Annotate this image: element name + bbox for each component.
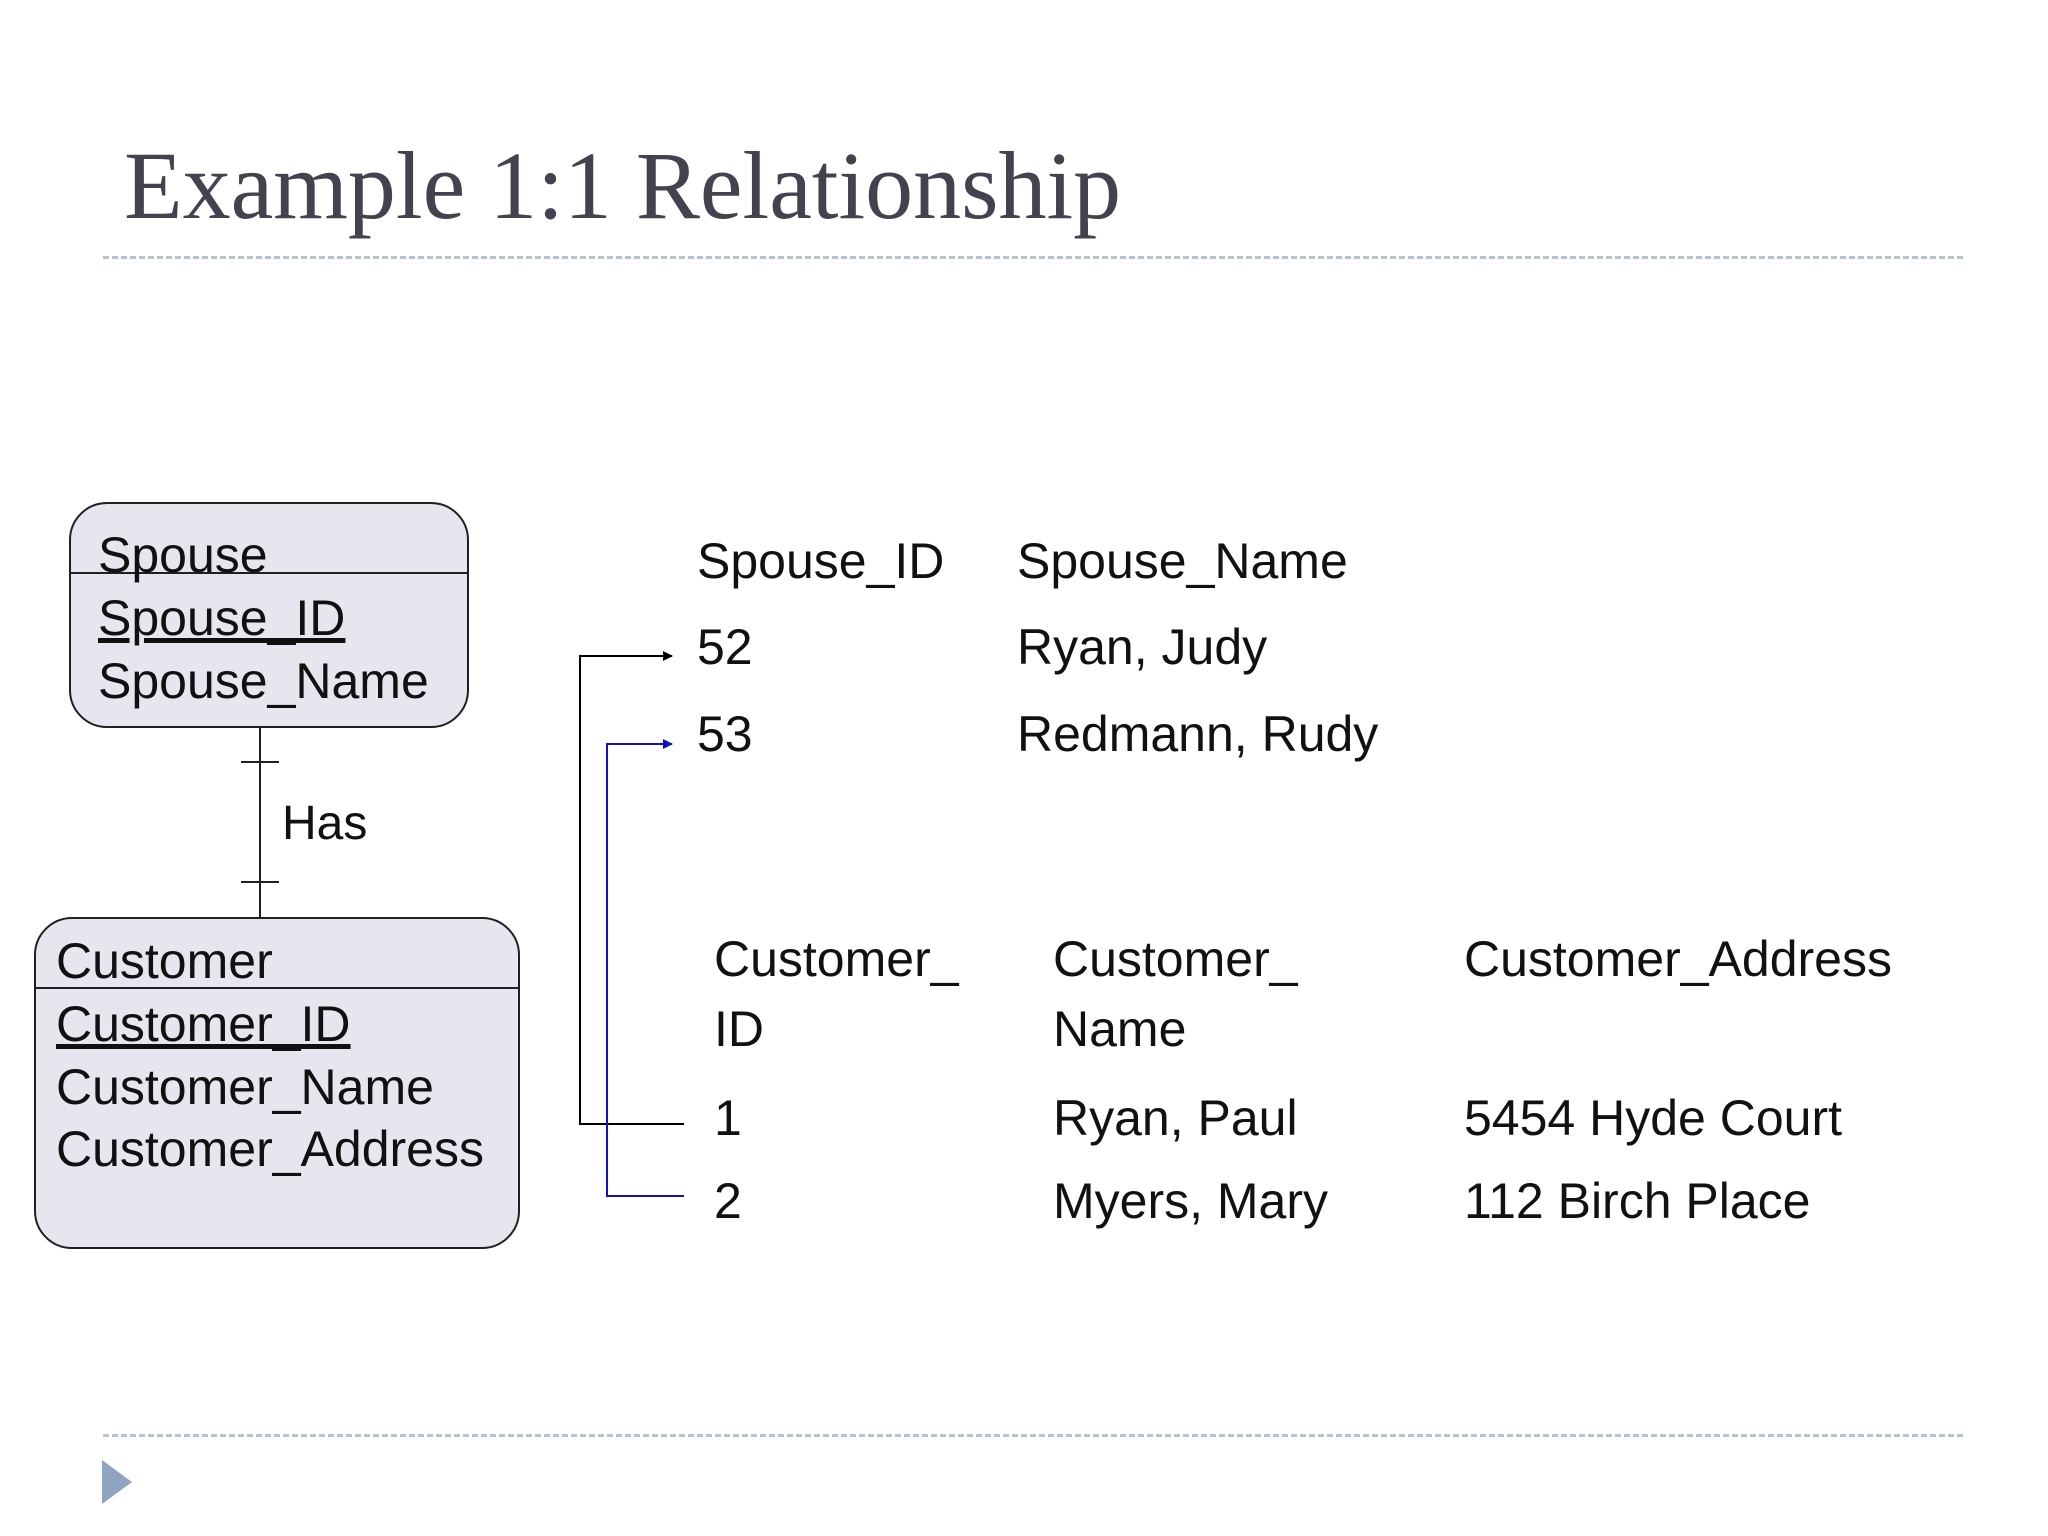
- triangle-right-icon: [102, 1460, 132, 1504]
- spouse-table-header: Spouse_ID: [697, 533, 945, 589]
- slide-title: Example 1:1 Relationship: [124, 132, 1122, 239]
- spouse-entity-attribute: Spouse_Name: [98, 653, 429, 709]
- customer-table-header: Customer_Address: [1464, 931, 1892, 987]
- spouse-entity-separator: [71, 572, 467, 574]
- spouse-table-cell: 53: [697, 706, 753, 762]
- spouse-table-cell: Ryan, Judy: [1017, 619, 1268, 675]
- customer-entity-name: Customer: [56, 933, 273, 989]
- reference-arrow-row-2: [606, 739, 684, 1197]
- customer-table-header: Customer_: [714, 931, 959, 987]
- customer-table-header: Customer_: [1053, 931, 1298, 987]
- customer-table-cell: 112 Birch Place: [1464, 1173, 1811, 1229]
- spouse-entity-box: [69, 502, 469, 728]
- customer-entity-separator: [36, 987, 518, 989]
- reference-arrow-row-1: [579, 651, 684, 1125]
- customer-table-cell: 2: [714, 1173, 742, 1229]
- customer-table-cell: Myers, Mary: [1053, 1173, 1328, 1229]
- customer-entity-attribute: Customer_Address: [56, 1121, 484, 1177]
- customer-table-cell: 1: [714, 1090, 742, 1146]
- customer-table-cell: Ryan, Paul: [1053, 1090, 1298, 1146]
- customer-entity-attribute: Customer_Name: [56, 1059, 434, 1115]
- spouse-entity-name: Spouse: [98, 527, 268, 583]
- spouse-table-cell: Redmann, Rudy: [1017, 706, 1379, 762]
- customer-entity-key: Customer_ID: [56, 996, 351, 1052]
- customer-table-header: Name: [1053, 1001, 1187, 1057]
- title-divider: [103, 256, 1963, 259]
- customer-table-header: ID: [714, 1001, 764, 1057]
- spouse-entity-key: Spouse_ID: [98, 590, 346, 646]
- customer-table-cell: 5454 Hyde Court: [1464, 1090, 1843, 1146]
- customer-entity-box: [34, 917, 520, 1249]
- spouse-table-cell: 52: [697, 619, 753, 675]
- relationship-label: Has: [282, 797, 368, 850]
- footer-divider: [103, 1434, 1963, 1437]
- spouse-table-header: Spouse_Name: [1017, 533, 1348, 589]
